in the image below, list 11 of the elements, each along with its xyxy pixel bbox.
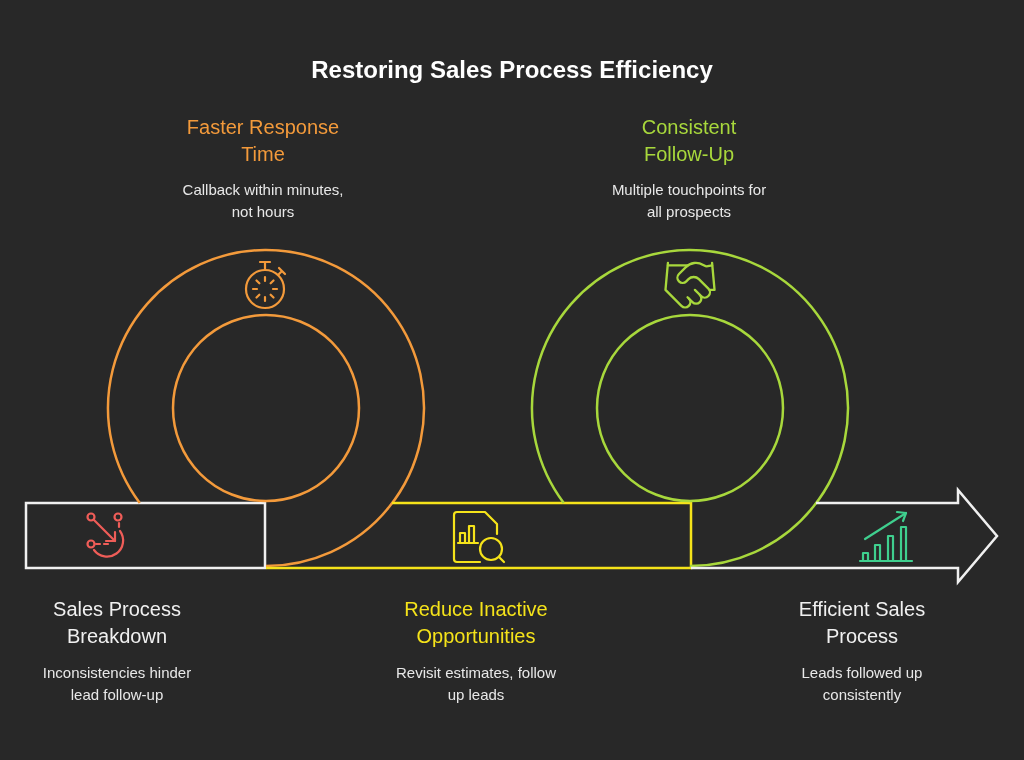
diagram-title: Restoring Sales Process Efficiency bbox=[311, 55, 713, 85]
step-description: Leads followed up consistently bbox=[800, 663, 924, 705]
step-heading: Sales Process Breakdown bbox=[52, 597, 182, 649]
step-heading: Consistent Follow-Up bbox=[640, 115, 738, 167]
step-description: Multiple touchpoints for all prospects bbox=[610, 180, 768, 222]
step-heading: Efficient Sales Process bbox=[797, 597, 927, 649]
step-description: Callback within minutes, not hours bbox=[181, 180, 345, 222]
step-heading: Faster Response Time bbox=[185, 115, 341, 167]
step-description: Revisit estimates, follow up leads bbox=[394, 663, 558, 705]
step-description: Inconsistencies hinder lead follow-up bbox=[41, 663, 193, 705]
step-heading: Reduce Inactive Opportunities bbox=[403, 597, 549, 649]
